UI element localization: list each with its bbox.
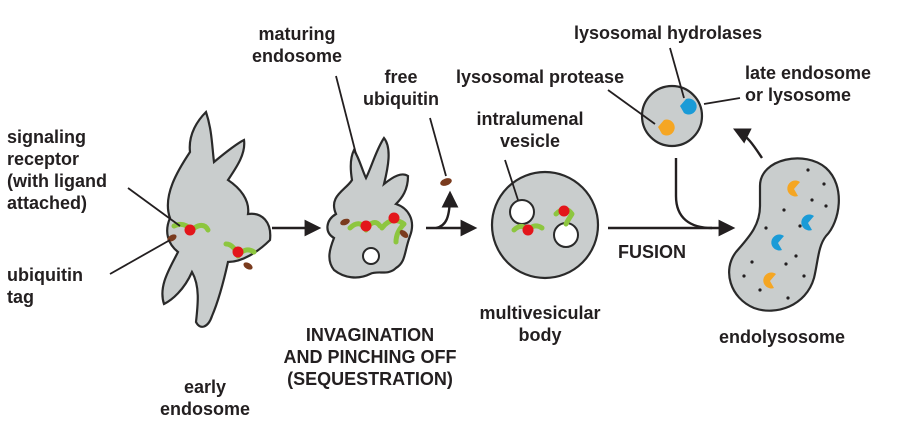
ubiquitin-leader-line <box>109 239 171 275</box>
hydrolase-leader-line <box>669 47 685 99</box>
receptor-complex-3 <box>340 218 383 233</box>
early-endosome <box>161 109 272 328</box>
intralumenal-vesicle-2 <box>553 222 579 248</box>
lysosomal-hydrolases-label: lysosomal hydrolases <box>574 23 763 43</box>
receptor-complex-4 <box>379 212 409 245</box>
late-endosome-membrane <box>640 84 704 148</box>
maturing-leader-line <box>335 75 357 155</box>
protease-1 <box>658 119 675 136</box>
receptor-leader-line <box>127 187 181 227</box>
protease-3 <box>763 272 776 289</box>
ubiquitin-tag-2 <box>243 262 253 270</box>
ligand-5 <box>522 224 534 236</box>
hydrolase-3 <box>771 234 784 251</box>
ubiquitin-tag-3 <box>340 218 350 226</box>
endolysosome-membrane <box>728 157 840 312</box>
endolysosome <box>728 157 840 312</box>
arrow-2 <box>426 190 478 237</box>
ligand-1 <box>184 224 196 236</box>
ligand-6 <box>558 205 570 217</box>
ligand-2 <box>232 246 244 258</box>
early-endosome-label: early endosome <box>159 377 251 419</box>
lysosomal-protease-label: lysosomal protease <box>456 67 625 87</box>
pinching-vesicle <box>362 247 380 265</box>
protease-2 <box>787 180 800 197</box>
late-endosome-leader-line <box>703 97 741 105</box>
late-endosome <box>640 84 704 148</box>
ubiquitin-tag-label: ubiquitin tag <box>7 265 83 307</box>
free-ubiquitin-leader-line <box>429 117 447 177</box>
ubiquitin-tag-4 <box>399 230 409 238</box>
multivesicular-body-membrane <box>490 170 600 280</box>
early-endosome-body <box>161 109 272 328</box>
hydrolase-2 <box>801 214 814 231</box>
ligand-3 <box>360 220 372 232</box>
degradation-products <box>742 168 828 300</box>
late-endosome-label: late endosome or lysosome <box>745 63 872 105</box>
protease-leader-line <box>607 89 656 125</box>
free-ubiquitin-label: free ubiquitin <box>363 67 439 109</box>
fusion-label: FUSION <box>618 242 687 262</box>
receptor-4 <box>379 218 407 245</box>
hydrolase-1 <box>680 98 697 115</box>
signaling-receptor-label: signaling receptor (with ligand attached… <box>7 127 107 213</box>
maturing-endosome-label: maturing endosome <box>251 24 343 66</box>
maturing-endosome <box>326 136 414 279</box>
intralumenal-vesicle-1 <box>509 199 535 225</box>
endolysosome-label: endolysosome <box>718 327 846 347</box>
arrow-down-to-fusion <box>674 158 713 230</box>
multivesicular-body <box>490 170 600 280</box>
intralumenal-vesicle-label: intralumenal vesicle <box>476 109 584 151</box>
arrow-recycle <box>732 128 763 159</box>
invagination-label: INVAGINATION AND PINCHING OFF (SEQUESTRA… <box>283 325 457 389</box>
multivesicular-body-label: multivesicular body <box>479 303 601 345</box>
receptor-complex-2 <box>223 241 257 270</box>
ligand-4 <box>388 212 400 224</box>
free-ubiquitin-molecule <box>440 178 452 186</box>
intralumenal-leader-line <box>504 159 519 201</box>
